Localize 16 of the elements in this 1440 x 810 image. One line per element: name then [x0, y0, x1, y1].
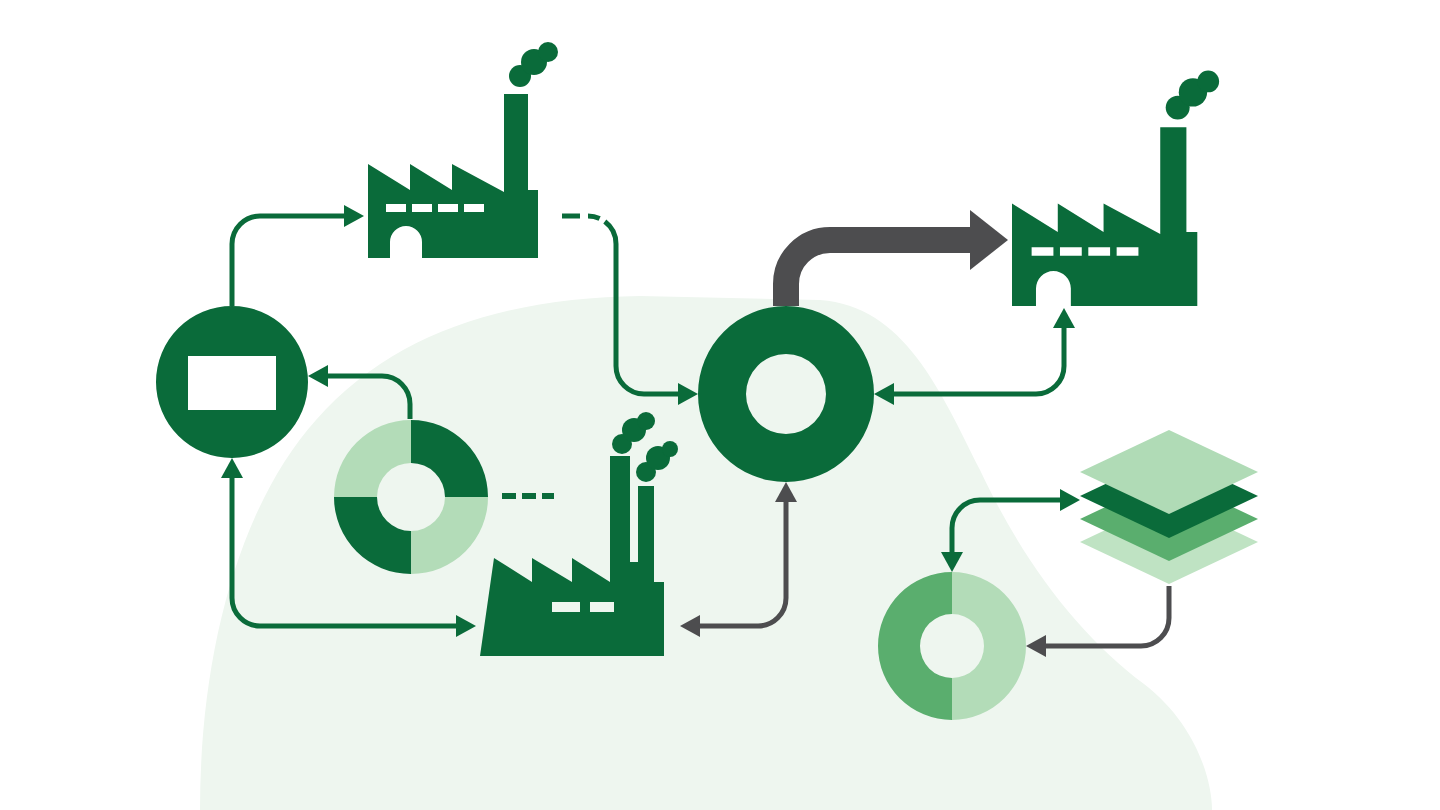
two-tone-ring-icon [878, 572, 1026, 720]
double-arrow [221, 458, 476, 637]
arrow [1026, 586, 1172, 657]
factory-icon [476, 410, 680, 660]
thick-arrow [773, 210, 1008, 306]
arrow [229, 205, 364, 306]
double-arrow [680, 482, 797, 637]
double-arrow [874, 308, 1075, 405]
factory-icon [364, 40, 562, 262]
layers-icon [1080, 430, 1258, 586]
double-arrow [941, 489, 1080, 572]
quartered-ring-icon [333, 419, 487, 573]
ring-icon [698, 306, 874, 482]
factory-icon [1008, 68, 1218, 308]
arrow [308, 365, 413, 419]
dashed-arrow [562, 213, 698, 405]
